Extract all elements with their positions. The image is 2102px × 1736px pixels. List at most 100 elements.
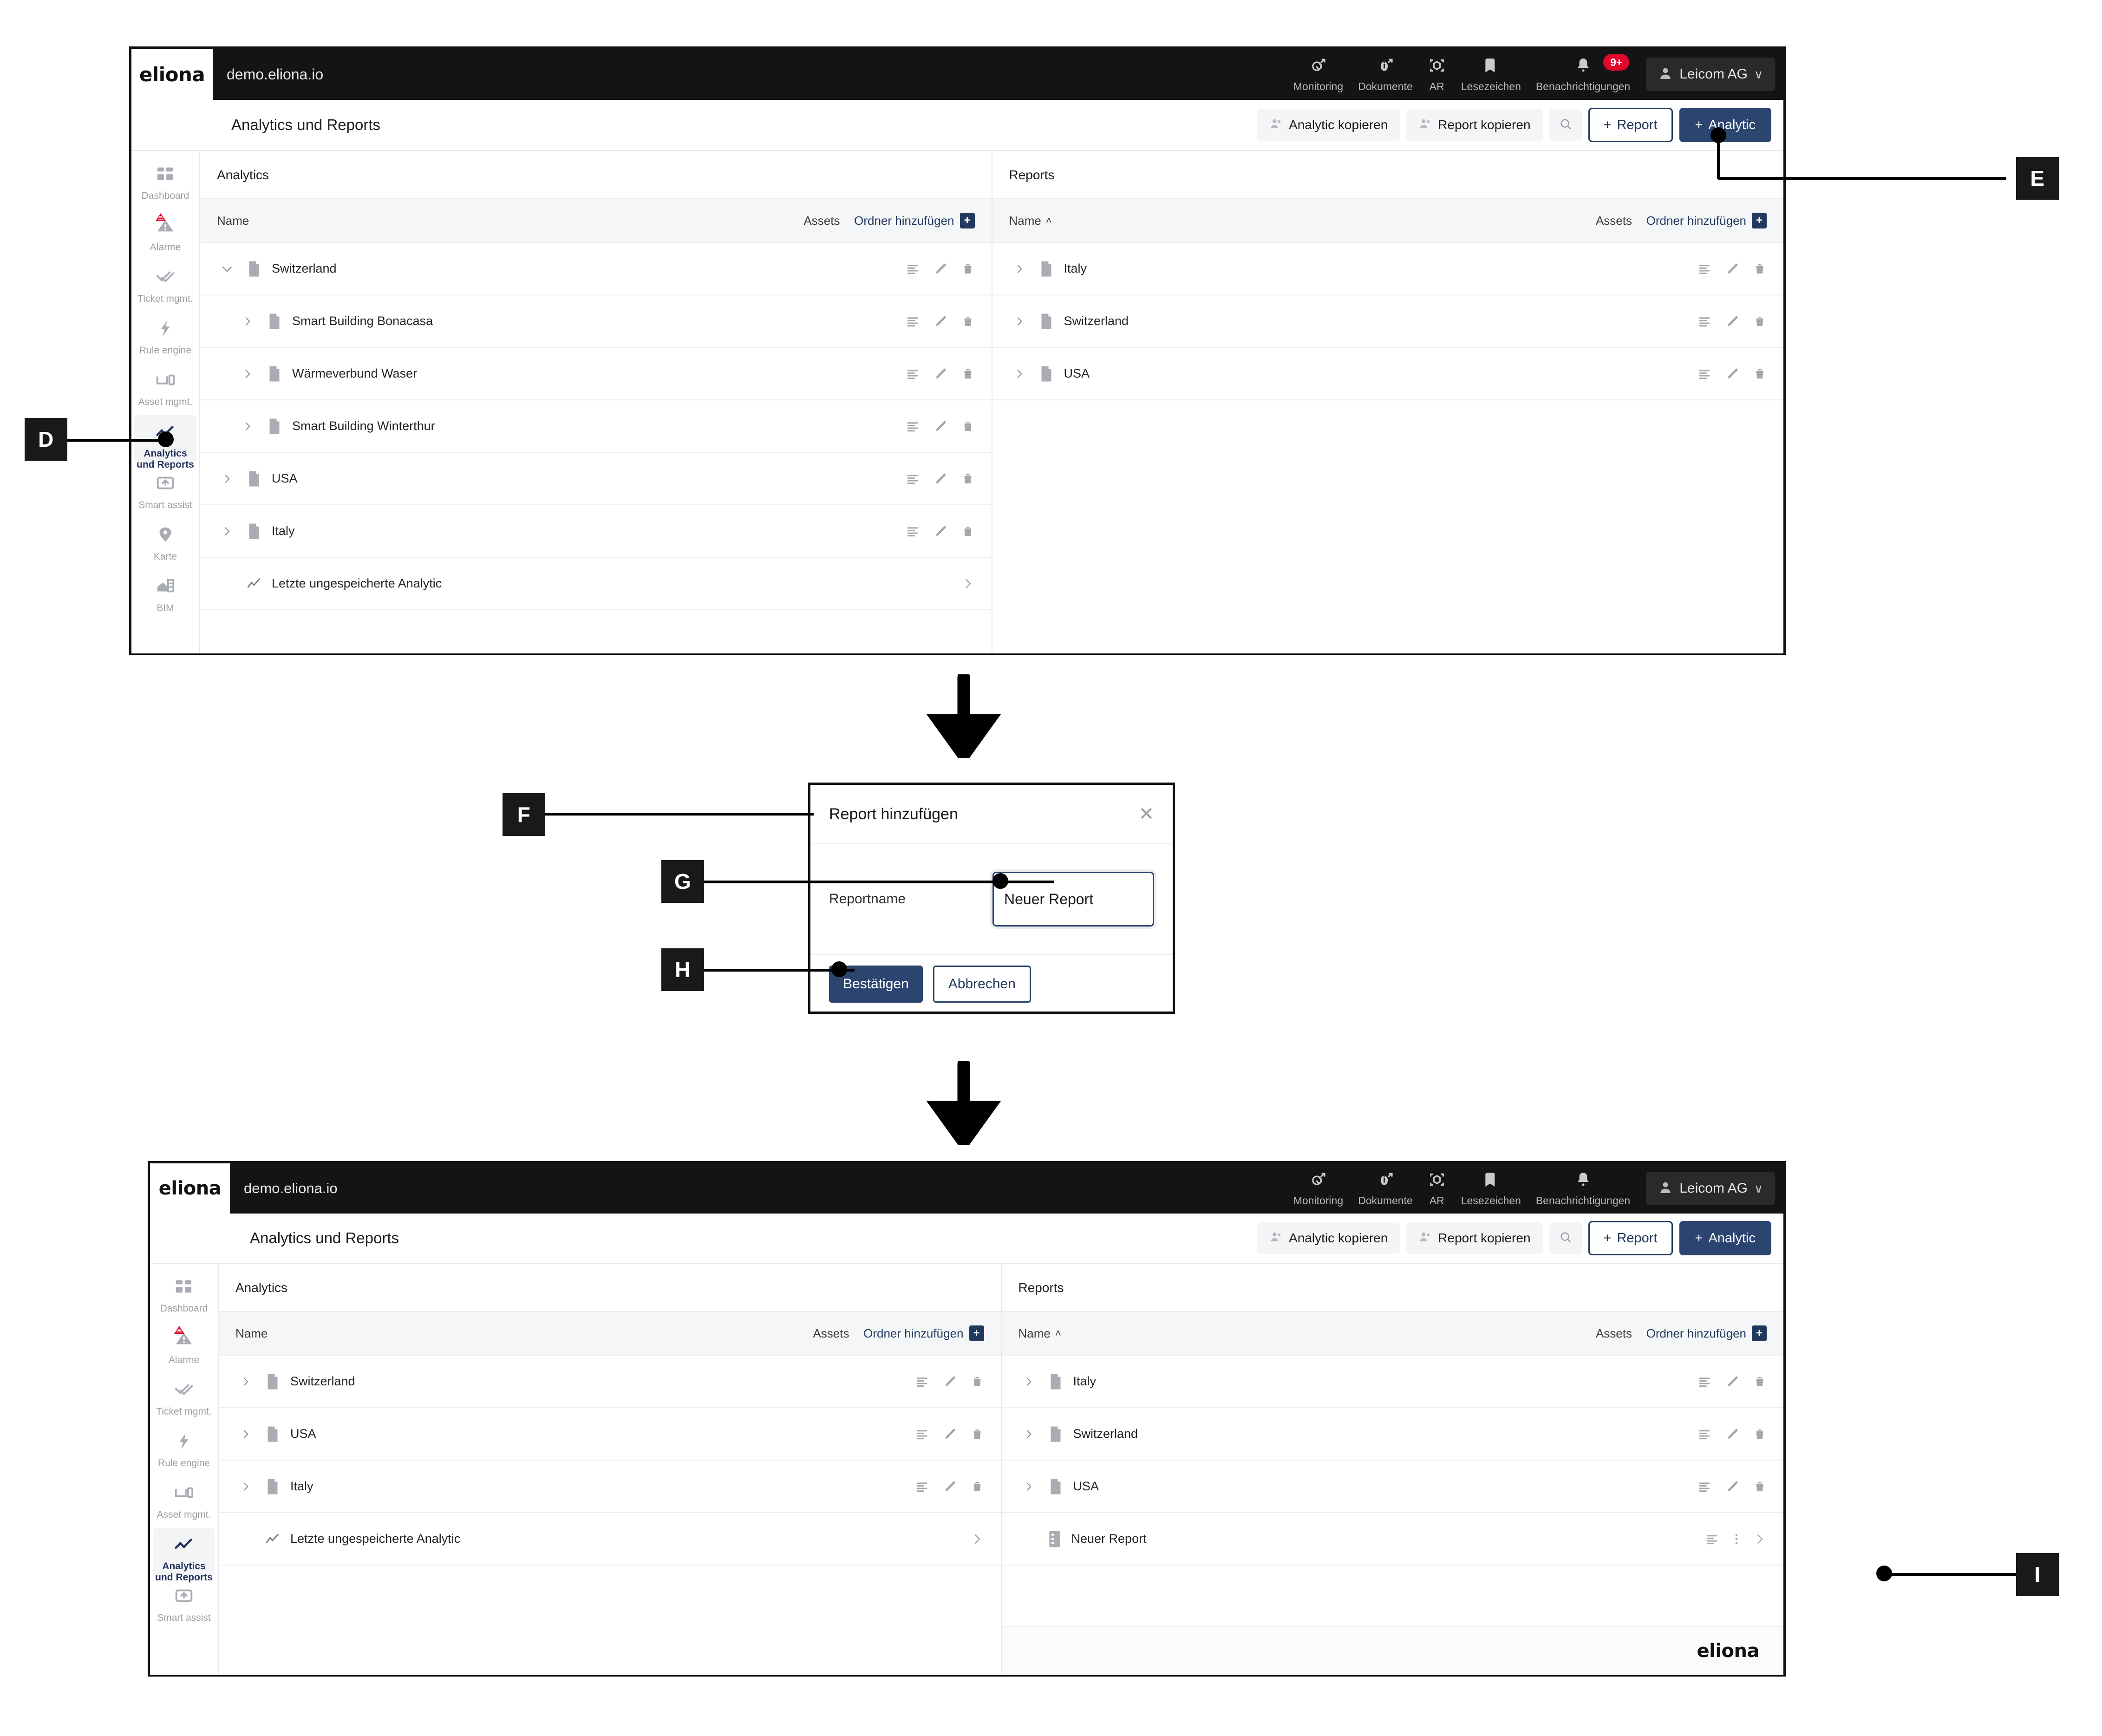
delete-trash-icon[interactable] [1753, 313, 1767, 329]
sidebar-item-dashboard[interactable]: Dashboard [134, 157, 196, 206]
edit-pencil-icon[interactable] [933, 366, 949, 382]
column-header-name[interactable]: Name [217, 214, 743, 228]
table-row[interactable]: USA [219, 1408, 1001, 1461]
edit-pencil-icon[interactable] [933, 261, 949, 277]
table-row[interactable]: Switzerland [200, 243, 992, 295]
chevron-right-icon[interactable] [237, 314, 258, 328]
chevron-right-icon[interactable] [237, 419, 258, 433]
search-button[interactable] [1549, 109, 1582, 141]
topbar-item-monitoring[interactable]: Monitoring [1286, 56, 1351, 93]
row-list-icon[interactable] [1696, 1427, 1713, 1441]
table-row[interactable]: Letzte ungespeicherte Analytic [219, 1513, 1001, 1566]
column-header-name[interactable]: Name [235, 1326, 752, 1341]
edit-pencil-icon[interactable] [942, 1374, 958, 1390]
chevron-right-icon[interactable] [237, 367, 258, 381]
sidebar-item-bim[interactable]: BIM [134, 570, 196, 619]
edit-pencil-icon[interactable] [942, 1479, 958, 1495]
sidebar-item-ticket-mgmt[interactable]: Ticket mgmt. [153, 1373, 215, 1422]
topbar-item-ar[interactable]: AR [1420, 56, 1454, 93]
chevron-right-icon[interactable] [1018, 1480, 1039, 1494]
delete-trash-icon[interactable] [970, 1479, 984, 1495]
brand-logo[interactable]: eliona [131, 49, 213, 100]
reportname-input[interactable]: Neuer Report [992, 872, 1154, 927]
sidebar-item-asset-mgmt[interactable]: Asset mgmt. [134, 364, 196, 412]
add-folder-button[interactable]: Ordner hinzufügen + [840, 213, 975, 228]
topbar-item-benachrichtigungen[interactable]: 9+ Benachrichtigungen [1528, 54, 1638, 93]
chevron-right-icon[interactable] [1009, 367, 1030, 381]
delete-trash-icon[interactable] [1753, 1479, 1767, 1495]
add-report-button[interactable]: + Report [1588, 108, 1673, 142]
table-row[interactable]: Wärmeverbund Waser [200, 348, 992, 400]
table-row[interactable]: Switzerland [1001, 1408, 1783, 1461]
topbar-item-lesezeichen[interactable]: Lesezeichen [1454, 1170, 1528, 1207]
delete-trash-icon[interactable] [961, 313, 975, 329]
row-list-icon[interactable] [1696, 262, 1713, 276]
topbar-item-benachrichtigungen[interactable]: Benachrichtigungen [1528, 1170, 1638, 1207]
add-folder-button[interactable]: Ordner hinzufügen + [849, 1325, 984, 1341]
row-list-icon[interactable] [904, 419, 921, 433]
sidebar-item-alarme[interactable]: Alarme [153, 1322, 215, 1371]
table-row[interactable]: Smart Building Winterthur [200, 400, 992, 453]
row-list-icon[interactable] [1696, 314, 1713, 328]
row-list-icon[interactable] [914, 1427, 930, 1441]
chevron-right-icon[interactable] [235, 1427, 256, 1441]
table-row[interactable]: USA [992, 348, 1783, 400]
table-row[interactable]: Letzte ungespeicherte Analytic [200, 558, 992, 610]
delete-trash-icon[interactable] [970, 1426, 984, 1442]
topbar-item-dokumente[interactable]: Dokumente [1351, 1170, 1420, 1207]
chevron-right-icon[interactable] [961, 576, 975, 592]
delete-trash-icon[interactable] [1753, 1374, 1767, 1390]
more-vertical-icon[interactable] [1732, 1531, 1741, 1547]
edit-pencil-icon[interactable] [933, 523, 949, 539]
add-analytic-button[interactable]: + Analytic [1679, 1221, 1771, 1255]
sidebar-item-smart-assist[interactable]: Smart assist [153, 1579, 215, 1628]
sidebar-item-rule-engine[interactable]: Rule engine [134, 312, 196, 361]
delete-trash-icon[interactable] [1753, 1426, 1767, 1442]
add-folder-button[interactable]: Ordner hinzufügen + [1632, 213, 1767, 228]
row-list-icon[interactable] [904, 367, 921, 381]
row-list-icon[interactable] [914, 1480, 930, 1494]
edit-pencil-icon[interactable] [1725, 313, 1741, 329]
delete-trash-icon[interactable] [1753, 261, 1767, 277]
copy-report-button[interactable]: Report kopieren [1406, 1222, 1543, 1254]
cancel-button[interactable]: Abbrechen [933, 966, 1031, 1003]
close-icon[interactable]: ✕ [1138, 804, 1154, 824]
user-menu[interactable]: Leicom AG ∨ [1646, 1172, 1775, 1205]
sidebar-item-rule-engine[interactable]: Rule engine [153, 1425, 215, 1474]
topbar-item-ar[interactable]: AR [1420, 1170, 1454, 1207]
edit-pencil-icon[interactable] [942, 1426, 958, 1442]
table-row[interactable]: Italy [219, 1461, 1001, 1513]
table-row[interactable]: Switzerland [219, 1356, 1001, 1408]
chevron-right-icon[interactable] [970, 1531, 984, 1547]
table-row[interactable]: USA [1001, 1461, 1783, 1513]
sidebar-item-ticket-mgmt[interactable]: Ticket mgmt. [134, 261, 196, 309]
chevron-down-icon[interactable] [217, 262, 237, 276]
row-list-icon[interactable] [1696, 1375, 1713, 1389]
edit-pencil-icon[interactable] [1725, 1426, 1741, 1442]
brand-logo[interactable]: eliona [150, 1163, 230, 1214]
topbar-item-lesezeichen[interactable]: Lesezeichen [1454, 56, 1528, 93]
copy-analytic-button[interactable]: Analytic kopieren [1257, 1222, 1400, 1254]
edit-pencil-icon[interactable] [933, 313, 949, 329]
row-list-icon[interactable] [914, 1375, 930, 1389]
row-list-icon[interactable] [1696, 1480, 1713, 1494]
edit-pencil-icon[interactable] [1725, 261, 1741, 277]
row-list-icon[interactable] [904, 472, 921, 486]
edit-pencil-icon[interactable] [933, 471, 949, 487]
sidebar-item-dashboard[interactable]: Dashboard [153, 1270, 215, 1319]
delete-trash-icon[interactable] [970, 1374, 984, 1390]
edit-pencil-icon[interactable] [1725, 1374, 1741, 1390]
sidebar-item-asset-mgmt[interactable]: Asset mgmt. [153, 1476, 215, 1525]
table-row[interactable]: Italy [200, 505, 992, 558]
delete-trash-icon[interactable] [961, 471, 975, 487]
table-row[interactable]: Italy [1001, 1356, 1783, 1408]
table-row[interactable]: Smart Building Bonacasa [200, 295, 992, 348]
row-list-icon[interactable] [1704, 1532, 1720, 1546]
table-row[interactable]: Italy [992, 243, 1783, 295]
search-button[interactable] [1549, 1222, 1582, 1254]
chevron-right-icon[interactable] [1009, 314, 1030, 328]
delete-trash-icon[interactable] [961, 366, 975, 382]
column-header-name[interactable]: Name ˄ [1009, 214, 1535, 228]
chevron-right-icon[interactable] [1018, 1375, 1039, 1389]
chevron-right-icon[interactable] [1018, 1427, 1039, 1441]
